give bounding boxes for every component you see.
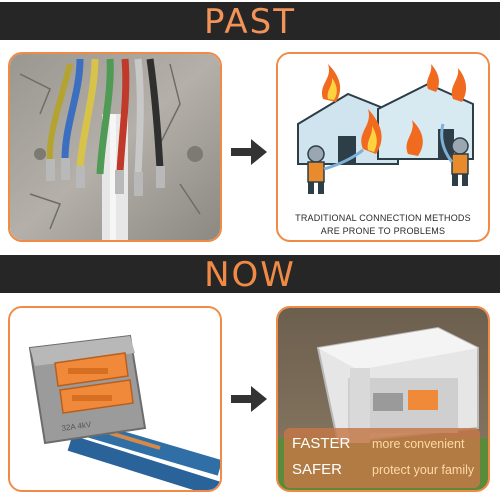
burning-house-illustration xyxy=(278,54,488,204)
fire-icon xyxy=(321,64,341,102)
old-wiring-photo xyxy=(8,52,222,242)
fire-cartoon-panel: TRADITIONAL CONNECTION METHODS ARE PRONE… xyxy=(276,52,490,242)
benefit-key: SAFER xyxy=(292,461,343,478)
benefit-value: more convenient xyxy=(372,437,465,451)
connector-rating-label: 32A 4kV xyxy=(61,420,92,433)
now-title: NOW xyxy=(204,255,296,295)
past-title: PAST xyxy=(204,2,296,42)
arrow-right-icon xyxy=(231,386,267,412)
bare-wire-end xyxy=(46,159,55,181)
firefighter-icon xyxy=(307,145,325,194)
past-caption-line1: TRADITIONAL CONNECTION METHODS xyxy=(295,213,471,223)
benefit-key: FASTER xyxy=(292,435,351,452)
benefits-overlay: FASTER more convenient SAFER protect you… xyxy=(284,428,480,488)
now-header-band: NOW xyxy=(0,255,500,295)
lever-connector-illustration: 32A 4kV xyxy=(10,308,220,490)
benefit-value: protect your family xyxy=(372,463,475,477)
old-wiring-illustration xyxy=(10,54,220,240)
arrow-right-icon xyxy=(231,139,267,165)
past-caption-line2: ARE PRONE TO PROBLEMS xyxy=(320,226,446,236)
lever-connector-photo: 32A 4kV xyxy=(8,306,222,492)
past-header-band: PAST xyxy=(0,2,500,42)
